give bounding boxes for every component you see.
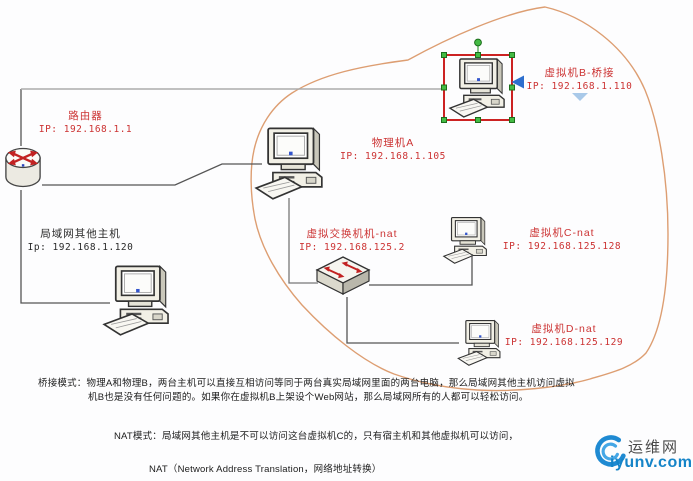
selection-handle-e[interactable] (509, 84, 515, 91)
connector-router-to-lanhost (20, 190, 110, 304)
physical-a-ip: IP: 192.168.1.105 (340, 151, 446, 162)
pointer-left-arrow-icon (511, 75, 524, 89)
logo-site-name: 运维网 (628, 439, 680, 456)
lan-host-name: 局域网其他主机 (40, 228, 121, 240)
selection-box[interactable] (443, 54, 513, 121)
selection-handle-n[interactable] (475, 52, 481, 58)
vm-b-label: 虚拟机B-桥接 IP: 192.168.1.110 (512, 66, 647, 94)
nat-definition-note: NAT（Network Address Translation，网络地址转换） (149, 464, 382, 475)
vm-b-ip: IP: 192.168.1.110 (526, 81, 633, 92)
router-label: 路由器 IP: 192.168.1.1 (28, 109, 143, 137)
vm-c-ip: IP: 192.168.125.128 (502, 241, 622, 252)
connector-router-to-physicala (42, 163, 262, 186)
physical-a-label: 物理机A IP: 192.168.1.105 (328, 136, 458, 164)
vm-c-name: 虚拟机C-nat (529, 227, 595, 239)
iyunv-watermark-logo[interactable]: 运维网 iyunv.com (589, 428, 693, 480)
bridge-mode-note-line2: 机B也是没有任何问题的。如果你在虚拟机B上架设个Web网站，那么局域网所有的人都… (88, 392, 529, 403)
nat-mode-note: NAT模式：局域网其他主机是不可以访问这台虚拟机C的，只有宿主机和其他虚拟机可以… (114, 431, 519, 442)
lasso-annotation (250, 6, 669, 392)
rotate-handle[interactable] (474, 38, 482, 47)
vm-d-name: 虚拟机D-nat (531, 323, 597, 335)
connector-physicala-to-switch (288, 198, 318, 284)
vswitch-name: 虚拟交换机机-nat (306, 228, 398, 240)
selection-handle-nw[interactable] (441, 52, 447, 58)
logo-domain: iyunv.com (610, 454, 693, 471)
vm-d-label: 虚拟机D-nat IP: 192.168.125.129 (498, 322, 630, 350)
physical-a-name: 物理机A (371, 137, 415, 149)
connector-switch-to-vmc (369, 254, 473, 286)
vm-c-label: 虚拟机C-nat IP: 192.168.125.128 (496, 226, 628, 254)
selection-handle-se[interactable] (509, 117, 515, 123)
vm-d-ip: IP: 192.168.125.129 (504, 337, 624, 348)
dropdown-down-arrow-icon (572, 93, 588, 101)
connector-switch-to-vmd (346, 297, 459, 344)
selection-handles[interactable] (441, 52, 515, 123)
iyunv-swirl-icon (595, 435, 626, 467)
router-name: 路由器 (68, 110, 103, 122)
vswitch-ip: IP: 192.168.125.2 (299, 242, 405, 253)
selection-handle-w[interactable] (441, 84, 447, 91)
selection-handle-sw[interactable] (441, 117, 447, 123)
vswitch-label: 虚拟交换机机-nat IP: 192.168.125.2 (288, 227, 416, 255)
selection-handle-ne[interactable] (509, 52, 515, 58)
vm-b-name: 虚拟机B-桥接 (544, 67, 615, 79)
lan-host-label: 局域网其他主机 Ip: 192.168.1.120 (18, 227, 143, 255)
router-ip: IP: 192.168.1.1 (38, 124, 133, 135)
lan-host-ip: Ip: 192.168.1.120 (27, 242, 134, 253)
bridge-mode-note-line1: 桥接模式：物理A和物理B，两台主机可以直接互相访问等同于两台真实局域网里面的两台… (38, 378, 575, 389)
selection-handle-s[interactable] (475, 117, 481, 123)
